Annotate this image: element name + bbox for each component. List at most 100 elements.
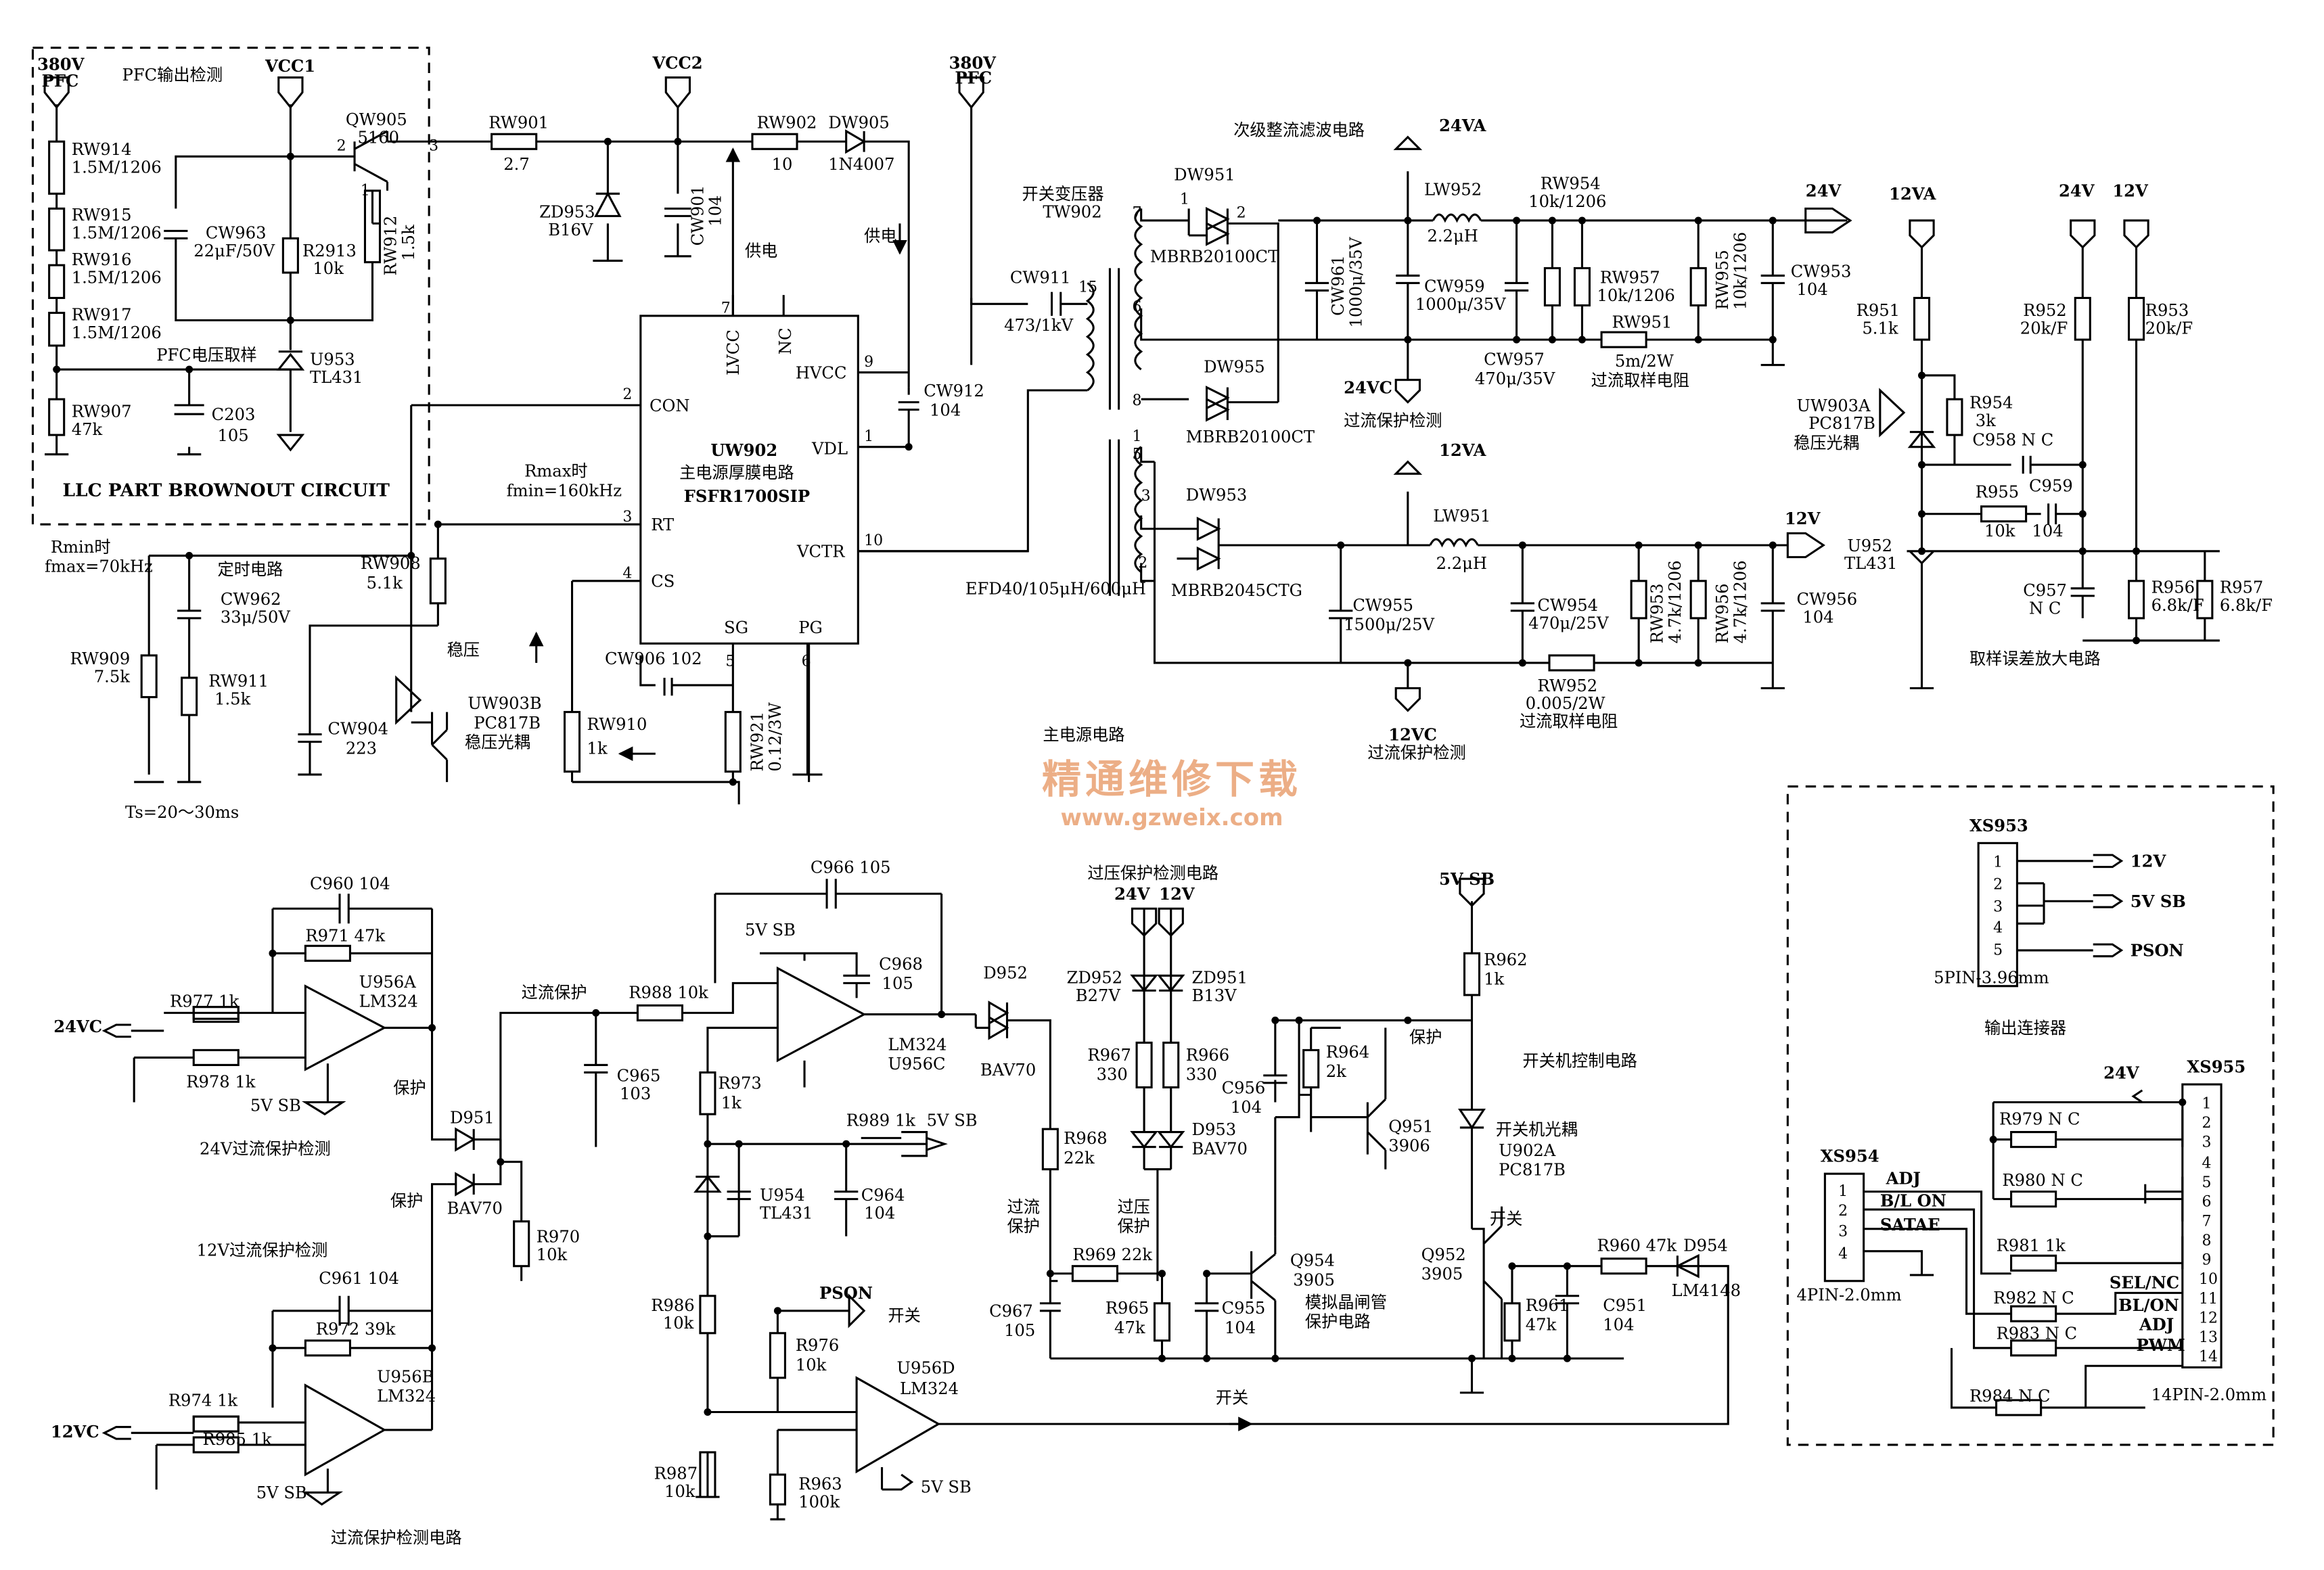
lbl-r987v: 10k <box>664 1482 696 1501</box>
lbl-dw955v: MBRB20100CT <box>1186 428 1315 446</box>
lbl-r971: R971 47k <box>305 927 385 946</box>
lbl-cw957v: 470μ/35V <box>1475 369 1555 388</box>
pin-num: 5 <box>1132 446 1141 463</box>
lbl-cw904: CW904 <box>327 720 388 739</box>
lbl-u954v: TL431 <box>760 1203 813 1222</box>
lbl-c965v: 103 <box>620 1084 651 1103</box>
pin-num: 5 <box>725 653 735 670</box>
pin-num: 6 <box>802 653 811 670</box>
lbl-rw914: RW914 <box>72 140 132 159</box>
lbl-ovp-det: 过压保护检测电路 <box>1087 864 1218 883</box>
lbl-c959v: 104 <box>2032 522 2063 540</box>
lbl-fmax: fmax=70kHz <box>45 557 153 576</box>
lbl-r970v: 10k <box>537 1245 568 1264</box>
lbl-q954: Q954 <box>1290 1251 1335 1270</box>
xs955-pin: 2 <box>2202 1115 2211 1132</box>
pin-num: 3 <box>429 137 438 154</box>
lbl-prot3: 保护 <box>1409 1028 1442 1046</box>
lbl-pson: PSON <box>819 1283 873 1303</box>
lbl-r951: R951 <box>1856 301 1900 320</box>
lbl-u902a-d: 开关机光耦 <box>1496 1120 1578 1139</box>
lbl-cw953v: 104 <box>1797 280 1828 299</box>
lbl-pfc-in2: PFC <box>42 71 79 91</box>
lbl-lm324c: LM324 <box>888 1035 947 1054</box>
lbl-c965: C965 <box>617 1067 661 1086</box>
lbl-scr2: 保护电路 <box>1305 1312 1371 1331</box>
lbl-timing: 定时电路 <box>217 560 283 579</box>
lbl-u954: U954 <box>760 1186 805 1205</box>
lbl-r962: R962 <box>1484 950 1527 969</box>
lbl-v24va: 24VA <box>1439 116 1487 135</box>
lbl-rw956v: 4.7k/1206 <box>1731 560 1750 643</box>
lbl-dw955: DW955 <box>1204 358 1265 377</box>
lbl-xs954-type: 4PIN-2.0mm <box>1797 1285 1902 1304</box>
lbl-r2913: R2913 <box>302 241 357 260</box>
lbl-r967v: 330 <box>1097 1065 1128 1084</box>
connector-box <box>1786 785 2275 1446</box>
lbl-c964v: 104 <box>864 1203 895 1222</box>
lbl-rw911v: 1.5k <box>214 690 251 709</box>
lbl-rmin: Rmin时 <box>51 538 111 557</box>
brownout-box <box>31 47 430 526</box>
lbl-sec-rect: 次级整流滤波电路 <box>1233 120 1365 139</box>
lbl-r954v: 3k <box>1976 411 1996 430</box>
lbl-r957: R957 <box>2220 578 2263 597</box>
lbl-u902a: U902A <box>1499 1141 1556 1160</box>
lbl-rw915v: 1.5M/1206 <box>72 223 162 242</box>
lbl-cw955: CW955 <box>1352 596 1413 615</box>
lbl-c967: C967 <box>989 1302 1033 1321</box>
lbl-rw952d: 过流取样电阻 <box>1520 712 1618 731</box>
lbl-r969: R969 22k <box>1072 1245 1152 1264</box>
lbl-v5sb2: 5V SB <box>256 1483 307 1502</box>
lbl-u902av: PC817B <box>1499 1160 1566 1179</box>
lbl-r954: R954 <box>1969 393 2013 412</box>
lbl-u952v: TL431 <box>1844 554 1897 573</box>
lbl-r973: R973 <box>718 1074 761 1093</box>
lbl-cw911: CW911 <box>1010 268 1071 287</box>
lbl-uw903bd: 稳压光耦 <box>465 733 530 752</box>
lbl-r952v: 20k/F <box>2020 319 2068 338</box>
lbl-r955v: 10k <box>1984 522 2015 540</box>
pin-num: 3 <box>1141 488 1151 505</box>
pin-num: 2 <box>337 137 346 154</box>
lbl-uw902: UW902 <box>710 440 777 460</box>
xs954-pin: 1 <box>1838 1183 1848 1200</box>
lbl-c968: C968 <box>879 955 923 974</box>
lbl-cw956: CW956 <box>1797 590 1858 609</box>
lbl-r976v: 10k <box>796 1356 827 1375</box>
wiring <box>31 47 2275 1521</box>
xs953-pin: 4 <box>1993 919 2003 936</box>
lbl-rw951v: 5m/2W <box>1615 352 1674 371</box>
lbl-u956c: U956C <box>888 1055 945 1073</box>
lbl-dw951v: MBRB20100CT <box>1150 248 1279 267</box>
lbl-r984: R984 N C <box>1969 1387 2051 1406</box>
lbl-r968: R968 <box>1064 1129 1107 1148</box>
lbl-c956bv: 104 <box>1231 1098 1262 1117</box>
lbl-d953v: BAV70 <box>1192 1140 1248 1159</box>
lbl-p-rt: RT <box>651 515 674 534</box>
lbl-dw953v: MBRB2045CTG <box>1171 581 1302 600</box>
lbl-c951: C951 <box>1603 1296 1647 1315</box>
pin-num: 1 <box>1132 428 1141 445</box>
lbl-efd: EFD40/105μH/600μH <box>965 580 1146 599</box>
lbl-v12va: 12VA <box>1439 440 1487 460</box>
lbl-r986v: 10k <box>663 1314 694 1333</box>
lbl-rw908v: 5.1k <box>367 574 403 593</box>
lbl-v12vc-in: 12VC <box>51 1422 99 1441</box>
lbl-r2913v: 10k <box>313 259 344 278</box>
lbl-v12va-r: 12VA <box>1889 184 1937 204</box>
lbl-d952: D952 <box>983 964 1028 983</box>
xs955-pin: 14 <box>2199 1349 2218 1366</box>
lbl-cw959v: 1000μ/35V <box>1415 295 1506 314</box>
xs955-pin: 5 <box>2202 1174 2211 1191</box>
lbl-scr: 模拟晶闸管 <box>1305 1293 1387 1312</box>
lbl-cw904v: 223 <box>346 739 377 758</box>
lbl-q952: Q952 <box>1421 1245 1466 1264</box>
lbl-p-pg: PG <box>798 618 823 637</box>
lbl-ov-protb: 保护 <box>1117 1217 1149 1236</box>
lbl-v12-r: 12V <box>2112 181 2149 201</box>
lbl-v5sb3: 5V SB <box>745 921 796 940</box>
lbl-zd953: ZD953 <box>539 203 595 222</box>
lbl-uw903av: PC817B <box>1808 414 1875 433</box>
lbl-p-cs: CS <box>651 572 675 591</box>
